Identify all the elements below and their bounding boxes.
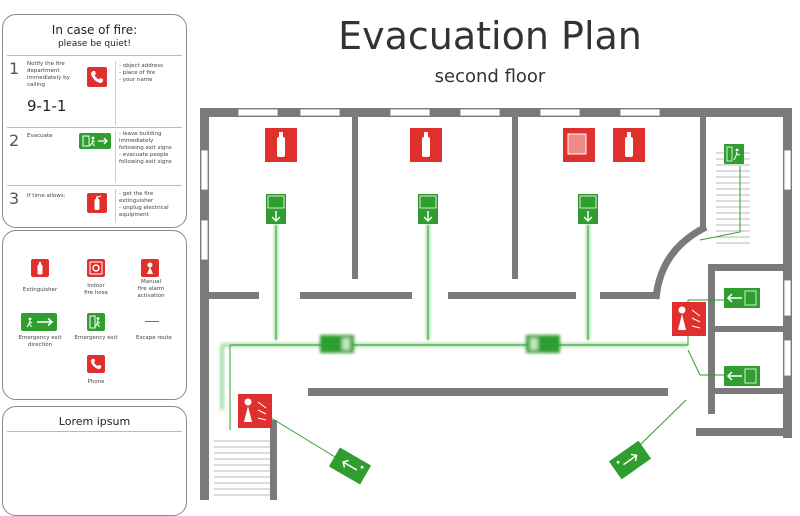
exit-direction-icon: [266, 194, 286, 224]
column-divider: [115, 189, 116, 223]
plan-title: Evacuation Plan: [338, 14, 642, 58]
exit-direction-icon: [328, 447, 372, 485]
fire-alarm-icon: [141, 259, 159, 277]
divider: [7, 185, 182, 186]
phone-icon: [87, 355, 105, 373]
legend-label: Emergency exit direction: [18, 335, 62, 348]
fire-alarm-icon: [672, 302, 706, 336]
phone-icon: [87, 67, 107, 87]
fire-alarm-icon: [238, 394, 272, 428]
staircase: [214, 440, 274, 500]
exit-direction-icon: [418, 194, 438, 224]
escape-route: [220, 220, 688, 410]
legend-panel: Extinguisher Indoor fire hose Manual fir…: [2, 230, 187, 400]
extinguisher-icon: [410, 128, 442, 162]
staircase: [716, 150, 750, 246]
curved-wall: [652, 223, 708, 300]
legend-label: Emergency exit: [74, 335, 118, 341]
lorem-heading: Lorem ipsum: [58, 415, 131, 428]
legend-label: Manual fire alarm activation: [137, 279, 165, 299]
emergency-exit-icon: [87, 313, 105, 331]
fire-hose-icon: [87, 259, 105, 277]
escape-route-line: [145, 321, 159, 322]
exit-direction-icon: [578, 194, 598, 224]
column-divider: [115, 61, 116, 125]
exit-direction-icon: [526, 335, 560, 353]
step-number: 3: [9, 189, 20, 208]
step-text: If time allows:: [27, 193, 66, 199]
legend-label: Phone: [87, 379, 105, 385]
legend-label: Extinguisher: [22, 287, 58, 293]
fire-subheading: please be quiet!: [57, 39, 132, 49]
divider: [7, 431, 182, 432]
fire-instructions-panel: In case of fire: please be quiet! 1 Noti…: [2, 14, 187, 228]
extinguisher-icon: [87, 193, 107, 213]
extinguisher-icon: [613, 128, 645, 162]
floor-plan: [200, 108, 792, 500]
extinguisher-icon: [265, 128, 297, 162]
legend-label: Indoor fire hose: [84, 283, 108, 296]
windows: [200, 108, 792, 377]
divider: [7, 127, 182, 128]
lorem-panel: Lorem ipsum: [2, 406, 187, 516]
step-number: 2: [9, 131, 20, 150]
emergency-phone-number: 9-1-1: [27, 97, 67, 115]
column-divider: [115, 131, 116, 183]
fire-hose-icon: [563, 128, 595, 162]
exit-direction-icon: [21, 313, 57, 331]
extinguisher-icon: [31, 259, 49, 277]
divider: [7, 55, 182, 56]
exit-direction-icon: [724, 288, 760, 308]
exit-direction-icon: [724, 366, 760, 386]
emergency-exit-icon: [724, 144, 744, 164]
fire-heading: In case of fire:: [51, 23, 138, 37]
exit-direction-icon: [608, 440, 652, 480]
escape-route: [229, 166, 741, 461]
step-bullets: - object address- place of fire - your n…: [119, 63, 164, 83]
exit-direction-icon: [320, 335, 354, 353]
plan-subtitle: second floor: [434, 66, 546, 87]
legend-label: Escape route: [136, 335, 172, 341]
emergency-exit-icon: [79, 133, 111, 149]
step-text: Evacuate: [27, 133, 53, 139]
step-number: 1: [9, 59, 20, 78]
